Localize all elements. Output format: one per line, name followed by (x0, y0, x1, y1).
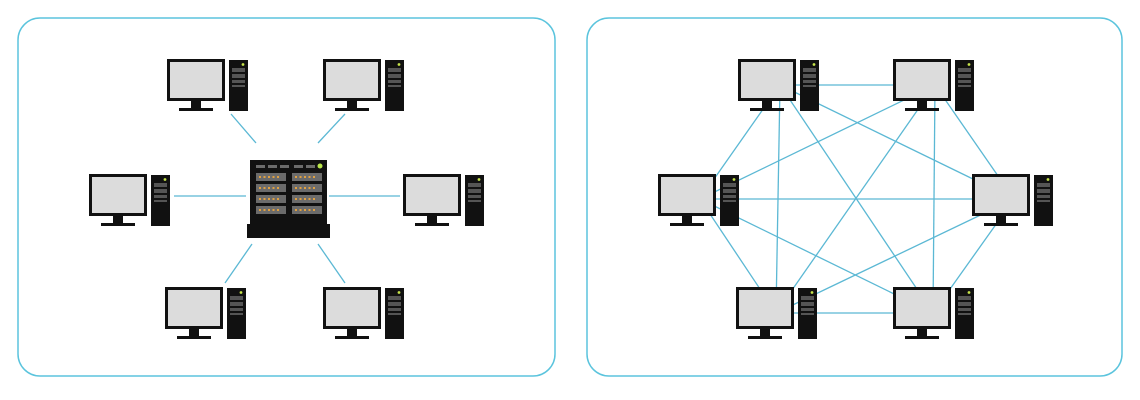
star-link-2 (317, 113, 346, 144)
computer-icon (736, 287, 817, 339)
computer-icon (738, 59, 819, 111)
computer-icon (323, 287, 404, 339)
computer-icon (323, 59, 404, 111)
computer-icon (972, 174, 1053, 226)
star-link-5 (224, 243, 253, 284)
computer-icon (89, 174, 170, 226)
computer-icon (403, 174, 484, 226)
computer-icon (893, 59, 974, 111)
server-icon (247, 160, 330, 238)
computer-icon (893, 287, 974, 339)
star-link-1 (230, 113, 257, 144)
computer-icon (165, 287, 246, 339)
computer-icon (167, 59, 248, 111)
star-link-6 (317, 243, 346, 284)
computer-icon (658, 174, 739, 226)
mesh-link-6 (699, 84, 936, 200)
